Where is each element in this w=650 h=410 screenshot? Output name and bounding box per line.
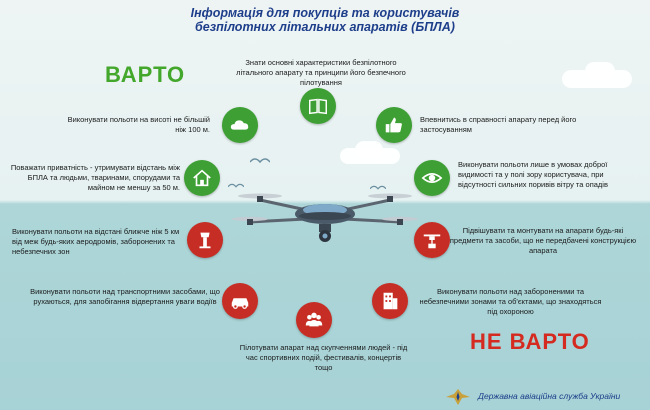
page-title: Інформація для покупців та користувачів … [110, 6, 540, 34]
bird-icon [250, 158, 270, 164]
good-altitude-badge [222, 107, 258, 143]
thumbs-up-icon [385, 117, 402, 133]
good-know-badge [300, 88, 336, 124]
bad-crowds-badge [296, 302, 332, 338]
bad-zones-text: Виконувати польоти над забороненими та н… [419, 287, 602, 316]
agency-name: Державна авіаційна служба України [478, 391, 621, 401]
good-privacy-text: Поважати приватність - утримувати відста… [10, 163, 180, 192]
bad-vehicles-badge [222, 283, 258, 319]
bad-attach-text: Підвішувати та монтувати на апарати будь… [449, 226, 637, 255]
good-check-badge [376, 107, 412, 143]
heading-dont: НЕ ВАРТО [470, 329, 590, 354]
good-visibility-badge [414, 160, 450, 196]
house-icon [193, 169, 211, 187]
background-cloud [585, 62, 615, 80]
bird-icon [370, 185, 386, 190]
bad-zones-badge [372, 283, 408, 319]
bad-airports-text: Виконувати польоти на відстані ближче ні… [12, 227, 180, 256]
bird-icon [228, 183, 244, 188]
good-privacy-badge [184, 160, 220, 196]
eye-icon [421, 173, 443, 183]
bad-vehicles-text: Виконувати польоти над транспортними зас… [30, 287, 220, 306]
bad-attach-badge [414, 222, 450, 258]
bad-crowds-text: Пілотувати апарат над скупченнями людей … [239, 343, 408, 372]
bad-airports-badge [187, 222, 223, 258]
crowd-icon [305, 312, 323, 327]
good-altitude-text: Виконувати польоти на висоті не більшій … [67, 115, 210, 134]
title-line-1: Інформація для покупців та користувачів [190, 6, 460, 20]
good-know-text: Знати основні характеристики безпілотног… [236, 58, 406, 87]
book-icon [309, 98, 327, 115]
cloud-icon [230, 120, 249, 130]
building-icon [383, 292, 398, 310]
car-icon [231, 298, 249, 309]
background-cloud [355, 141, 383, 159]
emblem-icon [446, 389, 470, 405]
drone-payload-icon [423, 234, 441, 249]
heading-do: ВАРТО [105, 62, 186, 87]
good-check-text: Впевнитись в справності апарату перед йо… [420, 115, 577, 134]
drone-illustration [232, 193, 418, 242]
good-visibility-text: Виконувати польоти лише в умовах доброї … [458, 160, 608, 189]
title-line-2: безпілотних літальних апаратів (БПЛА) [195, 20, 455, 34]
airport-tower-icon [199, 232, 211, 249]
